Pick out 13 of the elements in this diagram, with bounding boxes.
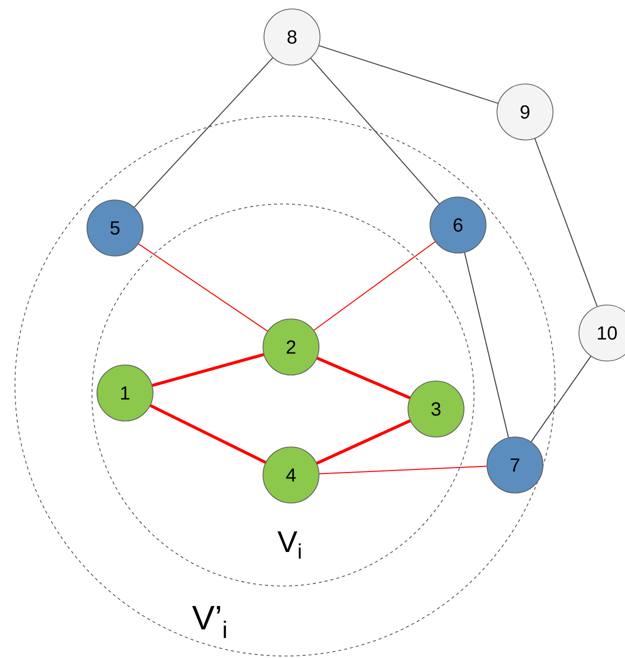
edge-line	[313, 241, 436, 331]
edge-line	[138, 243, 268, 332]
edge-line	[152, 353, 264, 387]
edge-line	[318, 45, 498, 104]
edge-line	[310, 58, 440, 204]
edge-line	[150, 404, 266, 464]
edge-line	[534, 138, 598, 307]
edge-line	[530, 356, 592, 442]
edge-line	[134, 57, 274, 208]
edge-line	[316, 419, 411, 465]
edge-line	[464, 252, 509, 438]
edge-line	[318, 466, 488, 474]
edge-line	[316, 356, 410, 400]
